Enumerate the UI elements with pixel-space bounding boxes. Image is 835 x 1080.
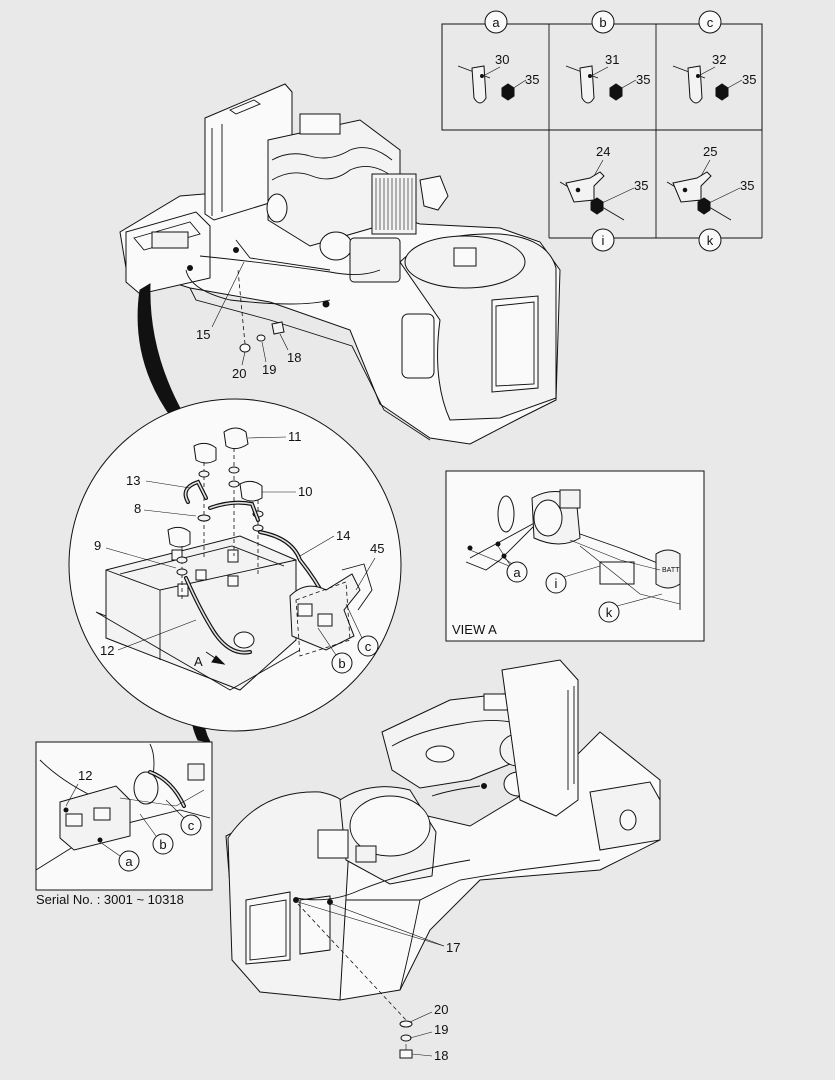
view-a-title: VIEW A — [452, 622, 497, 637]
top-callout-19: 19 — [261, 341, 276, 377]
callout-9-label: 9 — [94, 538, 101, 553]
cell-b-clamp: 31 35 — [565, 52, 650, 104]
top-battery-box — [125, 211, 211, 295]
top-callout-18: 18 — [279, 333, 301, 365]
inset-callout-12: 12 — [65, 768, 92, 807]
view-a-batt-label: BATT — [662, 567, 680, 574]
top-callout-20-label: 20 — [232, 366, 246, 381]
callout-45: 45 — [355, 541, 384, 591]
zoom-wedge-top — [137, 283, 183, 419]
top-bolt-stack — [237, 269, 285, 353]
bottom-callout-19-label: 19 — [434, 1022, 448, 1037]
view-a-tag-k-label: k — [606, 605, 613, 620]
arrow-a: A — [194, 651, 226, 669]
serial-caption: Serial No. : 3001 ~ 10318 — [36, 892, 184, 907]
cell-a-clamp-label: 30 — [495, 52, 509, 67]
table-header-a: a — [484, 10, 508, 34]
callout-14-label: 14 — [336, 528, 350, 543]
table-header-i-label: i — [602, 233, 605, 248]
inset-tag-b-label: b — [159, 837, 166, 852]
inset-tag-c: c — [165, 799, 202, 836]
inset-tag-c-label: c — [188, 818, 195, 833]
bottom-machine-assembly: 17 20 19 18 — [225, 659, 661, 1063]
battery-detail: A 11 13 10 8 9 14 45 — [68, 398, 402, 732]
cell-c-clamp: 32 35 — [672, 52, 756, 104]
callout-10-label: 10 — [298, 484, 312, 499]
view-a-tag-k: k — [598, 593, 663, 623]
view-a-tag-i-label: i — [555, 576, 558, 591]
inset-tag-a-label: a — [125, 854, 133, 869]
top-machine-assembly: 15 20 19 18 — [119, 83, 561, 445]
table-header-k-label: k — [707, 233, 714, 248]
serial-inset: 12 a b c Serial No. : 3001 ~ 10318 — [35, 741, 213, 907]
bottom-callout-17: 17 — [297, 901, 460, 955]
callout-13-label: 13 — [126, 473, 140, 488]
top-side-window — [401, 313, 435, 379]
bottom-callout-17-label: 17 — [446, 940, 460, 955]
table-header-a-label: a — [492, 15, 500, 30]
cell-i-bracket-label: 24 — [596, 144, 610, 159]
view-a-batt — [655, 549, 681, 589]
top-cooler — [371, 173, 417, 235]
inset-tag-b: b — [139, 813, 174, 855]
table-header-c: c — [698, 10, 722, 34]
relay-cluster — [289, 573, 361, 651]
bottom-callout-19: 19 — [409, 1022, 448, 1039]
cell-b-clamp-label: 31 — [605, 52, 619, 67]
table-header-b: b — [591, 10, 615, 34]
cell-c-nut-label: 35 — [742, 72, 756, 87]
top-callout-18-label: 18 — [287, 350, 301, 365]
bottom-radiator — [501, 659, 579, 817]
arrow-a-label: A — [194, 654, 203, 669]
view-a: BATT a i k VIEW A — [445, 470, 705, 642]
detail-tag-b: b — [317, 627, 353, 674]
cell-b-nut-label: 35 — [636, 72, 650, 87]
detail-tag-c-label: c — [365, 639, 372, 654]
bottom-bolt-stack — [399, 1020, 413, 1059]
top-callout-20: 20 — [232, 351, 246, 381]
detail-table: a b c i k 30 35 — [441, 10, 763, 252]
cell-k-bracket-label: 25 — [703, 144, 717, 159]
table-row-top — [441, 23, 763, 131]
bottom-callout-18-label: 18 — [434, 1048, 448, 1063]
callout-8-label: 8 — [134, 501, 141, 516]
cell-a-nut-label: 35 — [525, 72, 539, 87]
detail-tag-c: c — [345, 603, 379, 657]
table-header-b-label: b — [599, 15, 606, 30]
inset-callout-12-label: 12 — [78, 768, 92, 783]
callout-14: 14 — [299, 528, 350, 557]
bottom-callout-20-label: 20 — [434, 1002, 448, 1017]
callout-10: 10 — [262, 484, 312, 499]
view-a-tag-i: i — [545, 565, 601, 594]
view-a-tag-a-label: a — [513, 565, 521, 580]
callout-8: 8 — [134, 501, 197, 517]
callout-13: 13 — [126, 473, 191, 489]
cell-k-bracket: 25 35 — [666, 144, 754, 221]
terminal-cover-11-top — [223, 427, 249, 450]
table-header-k: k — [698, 228, 722, 252]
top-callout-15-label: 15 — [196, 327, 210, 342]
bottom-callout-20: 20 — [409, 1002, 448, 1023]
callout-12-label: 12 — [100, 643, 114, 658]
callout-45-label: 45 — [370, 541, 384, 556]
callout-12: 12 — [100, 619, 197, 658]
bottom-callout-18: 18 — [411, 1048, 448, 1063]
cell-i-bracket: 24 35 — [559, 144, 648, 221]
callout-9: 9 — [94, 538, 177, 569]
detail-tag-b-label: b — [338, 656, 345, 671]
cell-k-nut-label: 35 — [740, 178, 754, 193]
view-a-tag-a: a — [469, 545, 528, 583]
cell-c-clamp-label: 32 — [712, 52, 726, 67]
cell-i-nut-label: 35 — [634, 178, 648, 193]
callout-11-label: 11 — [288, 429, 302, 444]
callout-11: 11 — [247, 429, 302, 444]
table-header-i: i — [591, 228, 615, 252]
cell-a-clamp: 30 35 — [457, 52, 539, 104]
table-header-c-label: c — [707, 15, 714, 30]
inset-tag-a: a — [99, 841, 140, 872]
top-callout-19-label: 19 — [262, 362, 276, 377]
